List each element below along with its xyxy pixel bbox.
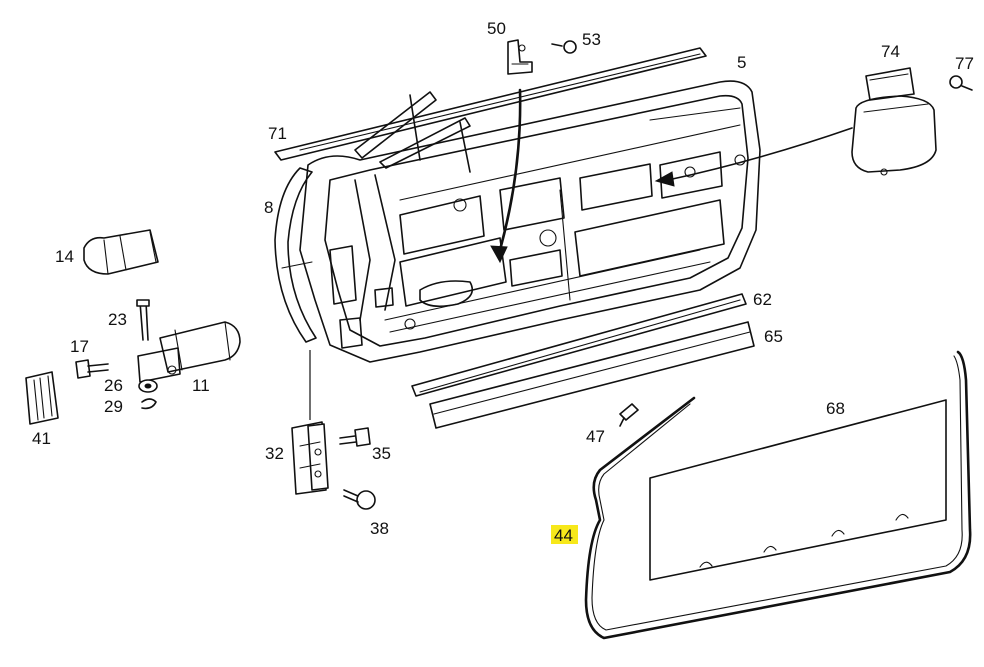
- part-71-window-strip: [274, 47, 707, 161]
- part-68-door-panel: [649, 399, 947, 581]
- part-11-check-strap: [137, 321, 241, 383]
- callout-11: 11: [192, 376, 210, 395]
- part-8-door-skin: [274, 167, 317, 343]
- callout-65: 65: [764, 327, 783, 346]
- callout-8: 8: [264, 198, 273, 217]
- callout-74: 74: [881, 42, 900, 61]
- arrow-50-to-door: [490, 88, 522, 264]
- part-47-clip: [619, 403, 639, 427]
- callout-23: 23: [108, 310, 127, 329]
- arrow-74-to-door: [654, 127, 853, 187]
- callout-44-highlight: [551, 525, 578, 544]
- part-62-sill-strip: [411, 293, 747, 397]
- callout-50: 50: [487, 19, 506, 38]
- callout-35: 35: [372, 444, 391, 463]
- part-29-clip: [141, 398, 157, 410]
- callout-26: 26: [104, 376, 123, 395]
- part-17-bolt: [75, 359, 109, 379]
- callout-77: 77: [955, 54, 974, 73]
- part-35-bolt: [339, 427, 371, 447]
- part-53-screw: [551, 40, 577, 54]
- callout-44: 44: [554, 526, 573, 545]
- part-14-end-cap: [83, 229, 159, 275]
- part-50-bracket: [507, 39, 533, 75]
- part-23-pin: [136, 299, 150, 341]
- part-44-door-seal: [584, 350, 972, 640]
- part-74-cover: [851, 67, 937, 176]
- callout-14: 14: [55, 247, 74, 266]
- part-32-hinge: [291, 350, 329, 495]
- callout-53: 53: [582, 30, 601, 49]
- callout-17: 17: [70, 337, 89, 356]
- callout-47: 47: [586, 427, 605, 446]
- callout-62: 62: [753, 290, 772, 309]
- callout-29: 29: [104, 397, 123, 416]
- callout-41: 41: [32, 429, 51, 448]
- callout-5: 5: [737, 53, 746, 72]
- callout-71: 71: [268, 124, 287, 143]
- part-41-cap: [25, 371, 59, 425]
- part-5-door-shell: [299, 80, 761, 363]
- callout-32: 32: [265, 444, 284, 463]
- part-26-washer: [138, 379, 158, 393]
- callout-68: 68: [826, 399, 845, 418]
- part-38-screw: [343, 489, 376, 510]
- part-65-seal-strip: [429, 321, 755, 429]
- callout-38: 38: [370, 519, 389, 538]
- part-77-screw: [949, 75, 973, 91]
